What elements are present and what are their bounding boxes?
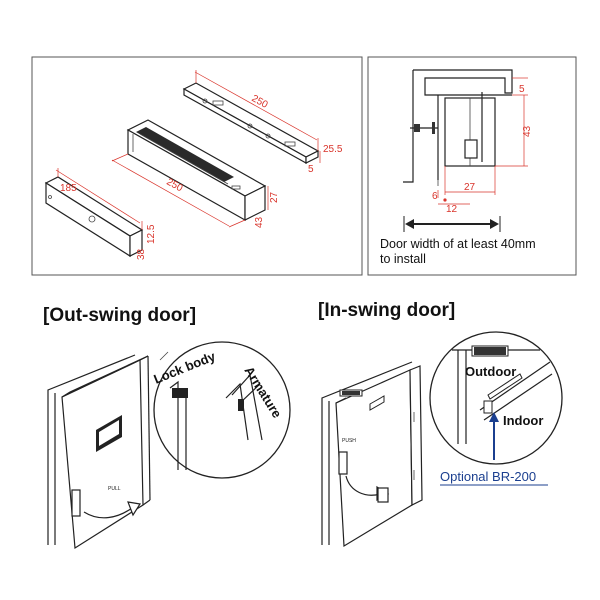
dim-section-27: 27: [464, 182, 476, 193]
inswing-push-label: PUSH: [342, 438, 356, 444]
indoor-label: Indoor: [503, 413, 543, 428]
section-panel: [367, 56, 577, 276]
outswing-door: PULL: [47, 354, 151, 550]
dim-section-6: 6: [432, 191, 438, 202]
lock-body: [126, 119, 267, 222]
dim-section-side: 43: [522, 125, 533, 137]
door-width-note-line2: to install: [380, 252, 426, 266]
inswing-detail: [429, 331, 563, 465]
dim-lock-depth: 43: [254, 216, 265, 228]
dim-armature-height: 25.5: [323, 144, 343, 155]
dim-section-top: 5: [519, 84, 525, 95]
outdoor-label: Outdoor: [465, 364, 516, 379]
inswing-heading: [In-swing door]: [318, 300, 455, 321]
dim-bracket-height: 12.5: [146, 224, 157, 244]
outswing-detail: [153, 341, 291, 479]
dim-armature-thick: 5: [308, 164, 314, 175]
door-width-note-line1: Door width of at least 40mm: [380, 237, 536, 251]
dim-bracket-depth: 38: [136, 248, 147, 260]
optional-br200-label: Optional BR-200: [440, 469, 536, 484]
dim-bracket-length: 185: [60, 183, 77, 194]
outswing-pull-label: PULL: [108, 486, 121, 492]
bracket-dimensions: 185 12.5 38: [55, 168, 157, 260]
door-width-arrow: [403, 216, 501, 232]
dim-section-12: 12: [446, 204, 458, 215]
dim-armature-length: 250: [250, 93, 270, 111]
dim-lock-height: 27: [269, 191, 280, 203]
frame-section: [403, 69, 513, 186]
mounting-bracket: [44, 176, 144, 258]
optional-pointer: [489, 412, 499, 460]
dimension-panel: [31, 56, 363, 276]
outswing-heading: [Out-swing door]: [43, 305, 196, 326]
section-dimensions: 5 43 6 27 12: [432, 77, 533, 215]
armature-plate: [182, 82, 320, 165]
inswing-door: PUSH: [321, 361, 423, 548]
